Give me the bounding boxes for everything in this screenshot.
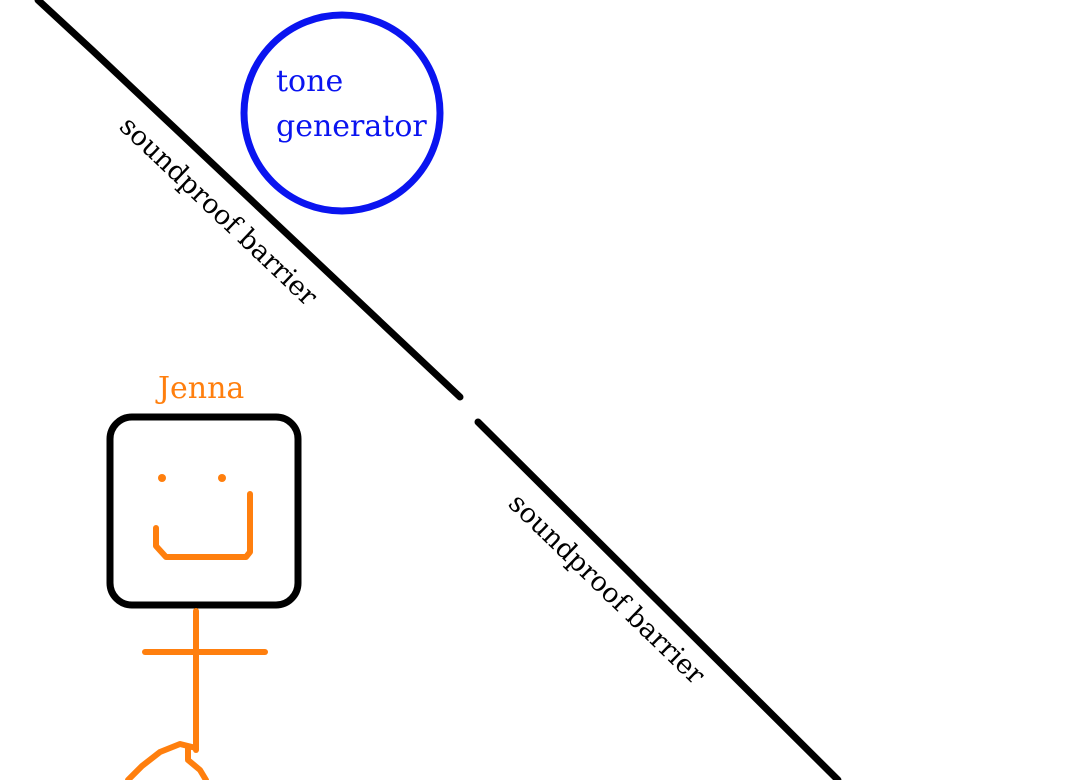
barrier-label-lower: soundproof barrier [502,488,711,691]
barrier-segment-upper [34,0,464,401]
soundproof-barrier [34,0,842,780]
tone-generator: tone generator [240,11,444,215]
person-lower-body [125,741,209,780]
person-right-eye [218,474,226,482]
tone-generator-circle [240,11,444,215]
person-name-label: Jenna [155,371,244,406]
tone-generator-label-line2: generator [276,109,427,144]
person-smile [153,491,253,560]
person-head [106,413,302,609]
tone-generator-label-line1: tone [276,64,343,99]
person-left-eye [158,474,166,482]
person-jenna: Jenna [106,371,302,780]
barrier-segment-lower [474,418,842,780]
